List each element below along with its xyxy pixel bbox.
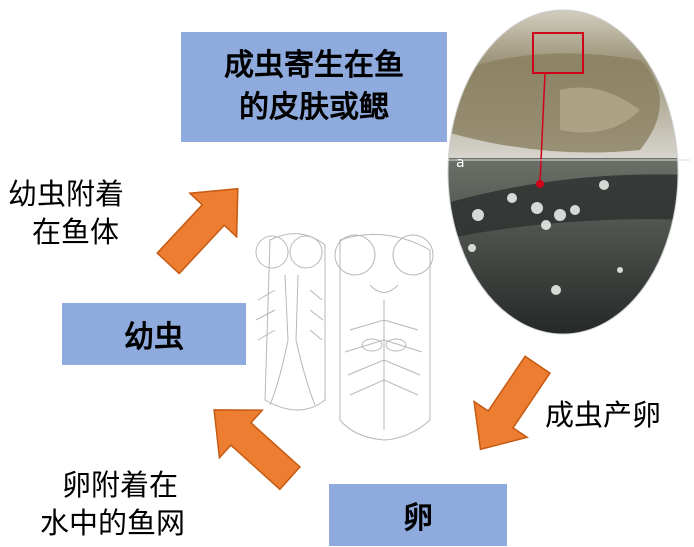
node-adult-line-2: 的皮肤或鳃	[239, 90, 389, 125]
arrow-adult-to-egg	[473, 355, 551, 451]
edge-label-egg-to-larva-line-2: 水中的鱼网	[40, 506, 186, 540]
edge-label-larva-to-adult-line-2: 在鱼体	[32, 215, 120, 249]
node-larva-label: 幼虫	[124, 320, 184, 355]
highlight-box	[532, 32, 584, 74]
arrow-larva-to-adult	[156, 187, 239, 275]
arrow-egg-to-larva	[213, 409, 301, 491]
highlight-dot	[536, 180, 544, 188]
edge-label-egg-to-larva-line-1: 卵附着在	[62, 468, 179, 502]
node-larva: 幼虫	[62, 303, 246, 365]
highlight-connector	[539, 72, 546, 184]
edge-label-larva-to-adult: 幼虫附着 在鱼体	[8, 175, 168, 251]
node-adult: 成虫寄生在鱼 的皮肤或鳃	[181, 32, 447, 142]
edge-label-larva-to-adult-line-1: 幼虫附着	[8, 177, 125, 211]
photo-panel-label: a	[456, 155, 465, 171]
edge-label-adult-to-egg: 成虫产卵	[545, 398, 662, 432]
node-adult-line-1: 成虫寄生在鱼	[224, 48, 404, 83]
edge-label-egg-to-larva: 卵附着在 水中的鱼网	[40, 466, 222, 542]
node-egg: 卵	[329, 484, 507, 546]
node-egg-label: 卵	[403, 501, 433, 536]
